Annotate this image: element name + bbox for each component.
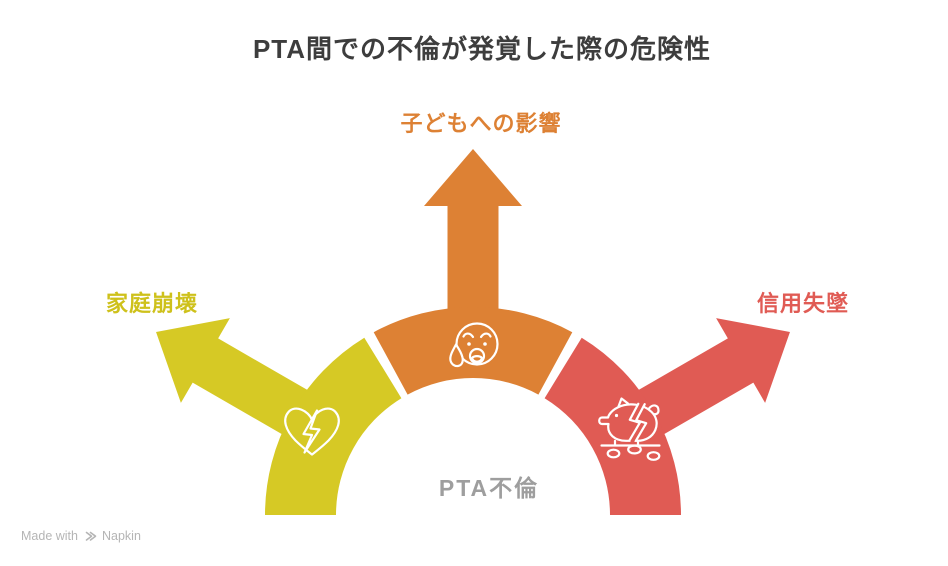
brand-text: Napkin [101,529,141,543]
pig-tail [647,404,660,416]
center-label: PTA不倫 [438,475,540,501]
arc-segment-right [544,337,681,515]
up-left-arrow [156,318,317,440]
crying-face-icon [449,322,499,368]
arc-segment-left [265,337,402,515]
pig-ear [617,397,630,408]
sweat-drop [449,343,464,368]
page-title: PTA間での不倫が発覚した際の危険性 [252,34,712,64]
broken-piggy-bank-icon [598,397,661,461]
lightning-bolt-crack [302,409,321,454]
up-right-arrow [629,318,790,440]
made-with-text: Made with [21,529,78,543]
pig-eye [614,413,619,418]
napkin-credit-link[interactable]: Made with Napkin [21,529,141,543]
branch-label-trust-loss: 信用失墜 [756,291,850,316]
coin [627,444,642,455]
pig-body [598,403,658,442]
up-arrow [424,149,522,320]
napkin-logo-icon [85,531,97,541]
coin [606,448,621,459]
coin [646,451,661,461]
branch-label-family-collapse: 家庭崩壊 [105,291,199,316]
branch-label-children-impact: 子どもへの影響 [400,111,562,136]
broken-heart-icon [284,407,340,456]
